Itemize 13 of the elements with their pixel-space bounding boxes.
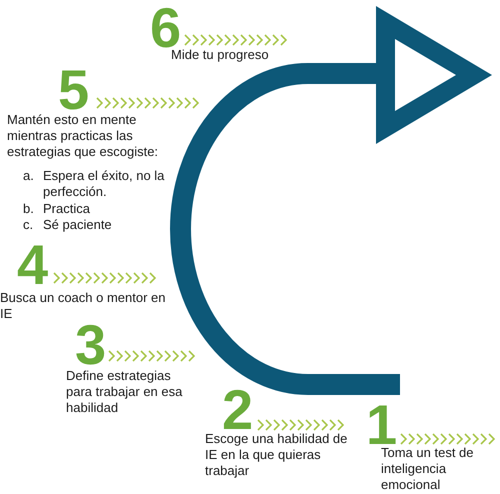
step-number: 4 xyxy=(17,243,48,288)
step-text: Busca un coach o mentor en IE xyxy=(0,290,166,322)
step-number: 1 xyxy=(366,403,398,448)
step-number: 2 xyxy=(222,388,254,433)
list-item: a. Espera el éxito, no la perfección. xyxy=(23,168,166,200)
list-item: c. Sé paciente xyxy=(23,217,112,233)
list-item: b. Practica xyxy=(23,201,90,217)
step-number: 5 xyxy=(58,68,90,113)
step-number: 3 xyxy=(75,323,106,368)
step-text: Define estrategias para trabajar en esa habilidad xyxy=(66,368,184,416)
step-text: Toma un test de inteligencia emocional xyxy=(381,445,474,493)
step-text: Escoge una habilidad de IE en la que quieras trabajar xyxy=(205,431,348,479)
step-text: Mantén esto en mente mientras practicas las estrategias que escogiste: xyxy=(7,112,160,160)
